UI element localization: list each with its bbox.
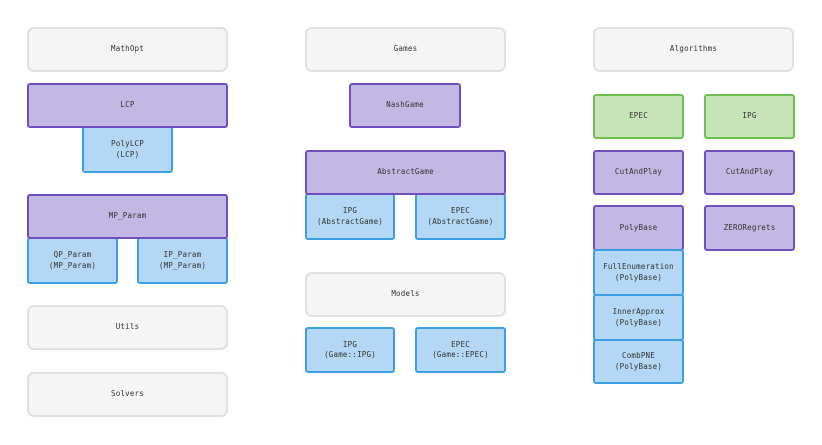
models-ipg-node: IPG (Game::IPG) bbox=[305, 327, 395, 373]
fullenumeration-node: FullEnumeration (PolyBase) bbox=[593, 249, 684, 296]
algorithms-module-header: Algorithms bbox=[593, 27, 794, 72]
epec-algorithm-node: EPEC bbox=[593, 94, 684, 139]
solvers-module: Solvers bbox=[27, 372, 228, 417]
innerapprox-node: InnerApprox (PolyBase) bbox=[593, 294, 684, 341]
ipg-cutandplay-node: CutAndPlay bbox=[704, 150, 795, 195]
nashgame-node: NashGame bbox=[349, 83, 461, 128]
ip-param-node: IP_Param (MP_Param) bbox=[137, 237, 228, 284]
models-epec-node: EPEC (Game::EPEC) bbox=[415, 327, 506, 373]
ipg-algorithm-node: IPG bbox=[704, 94, 795, 139]
mp-param-node: MP_Param bbox=[27, 194, 228, 239]
games-module-header: Games bbox=[305, 27, 506, 72]
qp-param-node: QP_Param (MP_Param) bbox=[27, 237, 118, 284]
lcp-node: LCP bbox=[27, 83, 228, 128]
polybase-node: PolyBase bbox=[593, 205, 684, 251]
models-module-header: Models bbox=[305, 272, 506, 317]
mathopt-module-header: MathOpt bbox=[27, 27, 228, 72]
epec-cutandplay-node: CutAndPlay bbox=[593, 150, 684, 195]
ipg-abstractgame-node: IPG (AbstractGame) bbox=[305, 193, 395, 240]
combpne-node: CombPNE (PolyBase) bbox=[593, 339, 684, 384]
polylcp-node: PolyLCP (LCP) bbox=[82, 126, 173, 173]
zeroregrets-node: ZERORegrets bbox=[704, 205, 795, 251]
epec-abstractgame-node: EPEC (AbstractGame) bbox=[415, 193, 506, 240]
utils-module: Utils bbox=[27, 305, 228, 350]
abstractgame-node: AbstractGame bbox=[305, 150, 506, 195]
